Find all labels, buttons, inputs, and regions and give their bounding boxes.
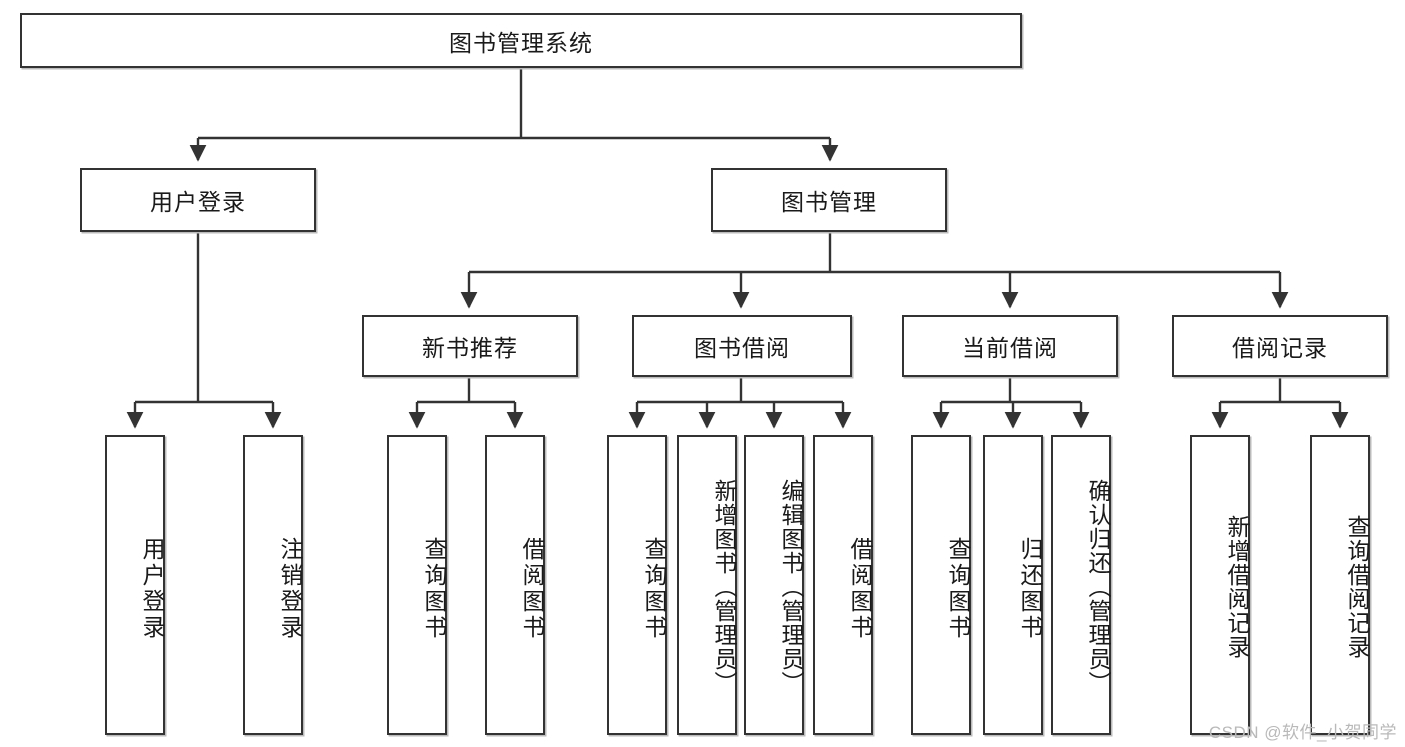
node-new-book-recommend[interactable]: 新书推荐 — [362, 315, 578, 377]
watermark: CSDN @软件_小贺同学 — [1208, 723, 1397, 742]
leaf-add-book-admin[interactable]: 新增图书（管理员） — [677, 435, 737, 735]
node-label: 查询图书 — [421, 537, 447, 641]
node-label: 借阅图书 — [847, 537, 873, 641]
node-label: 借阅记录 — [1232, 335, 1328, 361]
node-label: 新增图书（管理员） — [711, 479, 737, 695]
node-label: 图书借阅 — [694, 335, 790, 361]
node-book-management[interactable]: 图书管理 — [711, 168, 947, 232]
leaf-query-book-recommend[interactable]: 查询图书 — [387, 435, 447, 735]
node-label: 查询借阅记录 — [1344, 515, 1370, 659]
leaf-logout-login[interactable]: 注销登录 — [243, 435, 303, 735]
node-user-login[interactable]: 用户登录 — [80, 168, 316, 232]
node-label: 新书推荐 — [422, 335, 518, 361]
node-label: 归还图书 — [1017, 537, 1043, 641]
node-label: 注销登录 — [277, 537, 303, 641]
leaf-confirm-return-admin[interactable]: 确认归还（管理员） — [1051, 435, 1111, 735]
node-label: 用户登录 — [150, 189, 246, 215]
node-label: 确认归还（管理员） — [1085, 479, 1111, 695]
node-label: 图书管理 — [781, 189, 877, 215]
node-root[interactable]: 图书管理系统 — [20, 13, 1022, 68]
leaf-query-borrow-record[interactable]: 查询借阅记录 — [1310, 435, 1370, 735]
node-current-borrow[interactable]: 当前借阅 — [902, 315, 1118, 377]
leaf-user-login[interactable]: 用户登录 — [105, 435, 165, 735]
node-label: 当前借阅 — [962, 335, 1058, 361]
leaf-query-book-borrow[interactable]: 查询图书 — [607, 435, 667, 735]
leaf-edit-book-admin[interactable]: 编辑图书（管理员） — [744, 435, 804, 735]
leaf-borrow-book-recommend[interactable]: 借阅图书 — [485, 435, 545, 735]
node-label: 编辑图书（管理员） — [778, 479, 804, 695]
node-label: 查询图书 — [945, 537, 971, 641]
node-label: 新增借阅记录 — [1224, 515, 1250, 659]
node-book-borrow[interactable]: 图书借阅 — [632, 315, 852, 377]
leaf-borrow-book[interactable]: 借阅图书 — [813, 435, 873, 735]
leaf-return-book[interactable]: 归还图书 — [983, 435, 1043, 735]
leaf-query-book-current[interactable]: 查询图书 — [911, 435, 971, 735]
node-borrow-record[interactable]: 借阅记录 — [1172, 315, 1388, 377]
node-label: 借阅图书 — [519, 537, 545, 641]
node-label: 图书管理系统 — [449, 29, 593, 56]
leaf-add-borrow-record[interactable]: 新增借阅记录 — [1190, 435, 1250, 735]
node-label: 用户登录 — [139, 537, 165, 641]
node-label: 查询图书 — [641, 537, 667, 641]
